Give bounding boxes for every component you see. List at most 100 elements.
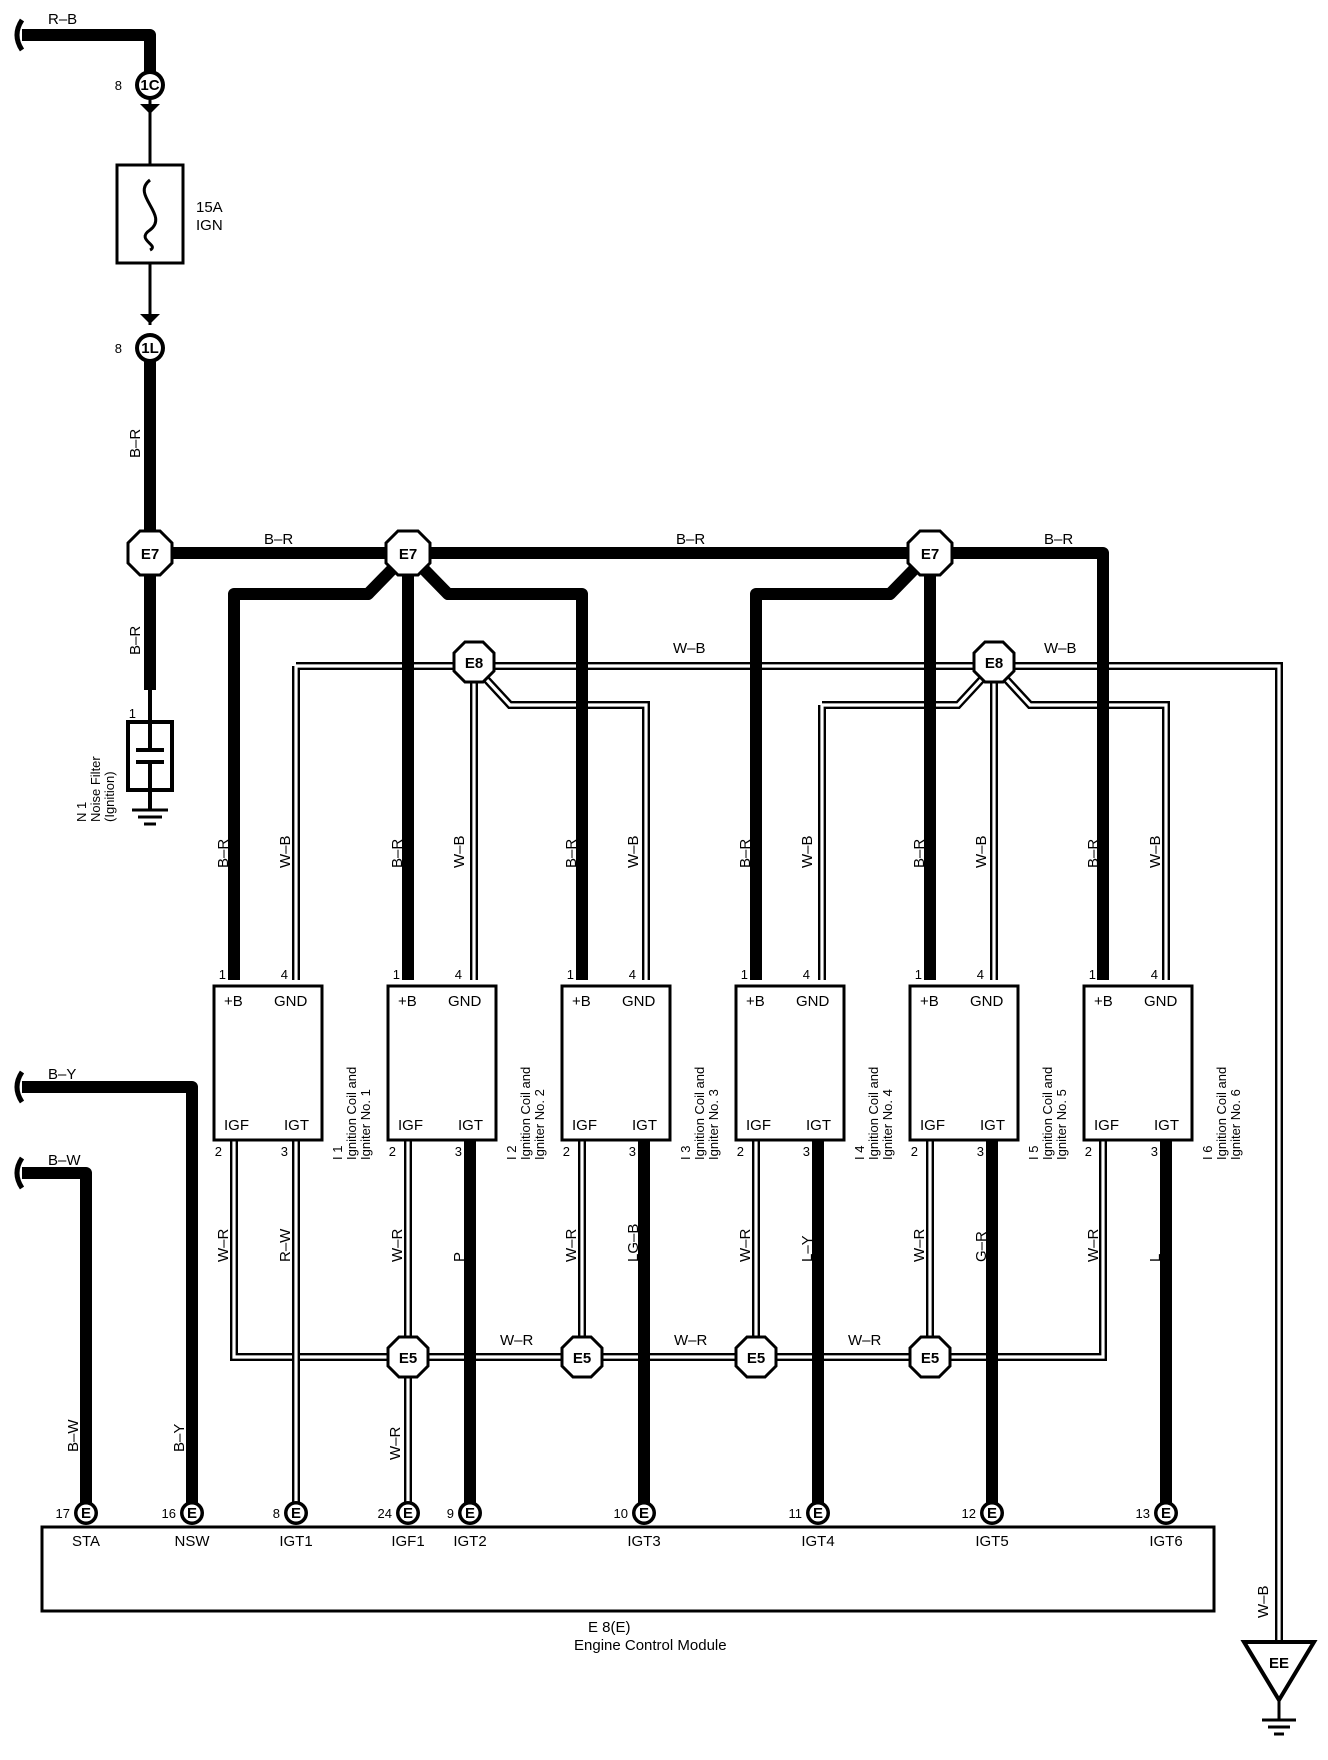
- terminal-gnd: GND: [448, 993, 482, 1010]
- coil-pin: 1: [393, 967, 400, 982]
- coil-name-2: Igniter No. 6: [1228, 1089, 1243, 1160]
- ecm-pin-number: 11: [789, 1506, 803, 1521]
- coil-name-2: Igniter No. 5: [1054, 1089, 1069, 1160]
- ecm-pin-number: 17: [56, 1506, 70, 1521]
- junction-1l-pin: 8: [115, 341, 122, 356]
- coil-name-1: Ignition Coil and: [1040, 1067, 1055, 1160]
- junction-1l: 1L 8: [115, 314, 165, 363]
- coil-pin: 4: [455, 967, 462, 982]
- coil-id: I 2: [504, 1146, 519, 1160]
- junction-1c-pin: 8: [115, 78, 122, 93]
- e5-junction-2: E5: [560, 1335, 604, 1379]
- coil-pin: 2: [563, 1144, 570, 1159]
- terminal-plus-b: +B: [572, 993, 591, 1010]
- svg-text:E5: E5: [921, 1350, 939, 1367]
- e8-junction-2: E8: [972, 640, 1016, 684]
- coil-id: I 4: [852, 1146, 867, 1160]
- engine-control-module: E17STAE16NSWE8IGT1E24IGF1E9IGT2E10IGT3E1…: [40, 1501, 1216, 1654]
- wire-label-br-coil: B–R: [737, 839, 754, 868]
- coil-name-2: Igniter No. 2: [532, 1089, 547, 1160]
- ecm-connector-letter: E: [187, 1505, 197, 1522]
- e7-junction-3: E7: [906, 529, 954, 577]
- terminal-plus-b: +B: [398, 993, 417, 1010]
- wire-label-bw: B–W: [48, 1152, 81, 1169]
- wire-label-wr-coil: W–R: [1085, 1229, 1102, 1263]
- svg-text:E8: E8: [465, 655, 483, 672]
- coil-pin: 3: [281, 1144, 288, 1159]
- e8-junction-1: E8: [452, 640, 496, 684]
- svg-text:E5: E5: [747, 1350, 765, 1367]
- ecm-pin-label: NSW: [175, 1533, 211, 1550]
- coil-pin: 3: [977, 1144, 984, 1159]
- wire-label-wb-coil: W–B: [451, 835, 468, 868]
- coil-pin: 1: [741, 967, 748, 982]
- coil-pin: 4: [629, 967, 636, 982]
- coil-pin: 1: [219, 967, 226, 982]
- ecm-pin-number: 10: [614, 1506, 628, 1521]
- ecm-pin-number: 24: [378, 1506, 392, 1521]
- terminal-igt: IGT: [1154, 1117, 1179, 1134]
- coil-name-2: Igniter No. 4: [880, 1089, 895, 1160]
- terminal-igt: IGT: [458, 1117, 483, 1134]
- coil-id: I 5: [1026, 1146, 1041, 1160]
- coil-pin: 3: [455, 1144, 462, 1159]
- ecm-connector-letter: E: [81, 1505, 91, 1522]
- ecm-pins: E17STAE16NSWE8IGT1E24IGF1E9IGT2E10IGT3E1…: [56, 1501, 1183, 1550]
- svg-text:E7: E7: [399, 546, 417, 563]
- wire-label-igt-coil: L–Y: [799, 1235, 816, 1262]
- ecm-connector-letter: E: [813, 1505, 823, 1522]
- coil-pin: 1: [1089, 967, 1096, 982]
- wire-label-br-bus-2: B–R: [676, 531, 705, 548]
- wire-label-br-bus-3: B–R: [1044, 531, 1073, 548]
- wire-label-igt-coil: LG–B: [625, 1224, 642, 1262]
- wire-label-bw-vert: B–W: [65, 1419, 82, 1452]
- ecm-pin-number: 12: [962, 1506, 976, 1521]
- coil-pin: 1: [915, 967, 922, 982]
- wire-label-igt-coil: L: [1147, 1254, 1164, 1262]
- coil-name-1: Ignition Coil and: [518, 1067, 533, 1160]
- coil-pin: 2: [737, 1144, 744, 1159]
- wire-label-wr-bus-2: W–R: [674, 1332, 708, 1349]
- ground-ee: EE: [1240, 1640, 1318, 1736]
- ecm-id: E 8(E): [588, 1619, 631, 1636]
- terminal-plus-b: +B: [1094, 993, 1113, 1010]
- svg-text:E7: E7: [141, 546, 159, 563]
- svg-text:E7: E7: [921, 546, 939, 563]
- ecm-pin-label: IGT2: [453, 1533, 486, 1550]
- wire-labels: R–B B–R B–R B–R B–R B–R W–B W–B W–B W–R …: [48, 11, 1272, 1618]
- fuse-15a-ign: 15A IGN: [115, 163, 223, 265]
- coil-pin: 2: [1085, 1144, 1092, 1159]
- terminal-igf: IGF: [572, 1117, 597, 1134]
- fuse-name: IGN: [196, 217, 223, 234]
- e7-junction-1: E7: [126, 529, 174, 577]
- wire-label-br-vert-2: B–R: [127, 626, 144, 655]
- wire-label-igt-coil: P: [451, 1252, 468, 1262]
- ecm-pin-label: IGT5: [975, 1533, 1008, 1550]
- coil-pin: 4: [1151, 967, 1158, 982]
- coil-pin: 4: [281, 967, 288, 982]
- e5-junction-3: E5: [734, 1335, 778, 1379]
- wire-label-br-vert-1: B–R: [127, 429, 144, 458]
- fuse-rating: 15A: [196, 199, 223, 216]
- terminal-igt: IGT: [284, 1117, 309, 1134]
- coil-pin: 2: [215, 1144, 222, 1159]
- ecm-connector-letter: E: [465, 1505, 475, 1522]
- wire-label-igt-coil: G–R: [973, 1231, 990, 1262]
- ecm-pin-label: STA: [72, 1533, 100, 1550]
- thick-wires: [22, 29, 1172, 1505]
- coil-pin: 4: [803, 967, 810, 982]
- wr-wires: [230, 1131, 1107, 1518]
- wire-label-wb-bus-2: W–B: [1044, 640, 1077, 657]
- svg-text:E5: E5: [399, 1350, 417, 1367]
- wire-hooks: [14, 18, 25, 1190]
- terminal-igf: IGF: [746, 1117, 771, 1134]
